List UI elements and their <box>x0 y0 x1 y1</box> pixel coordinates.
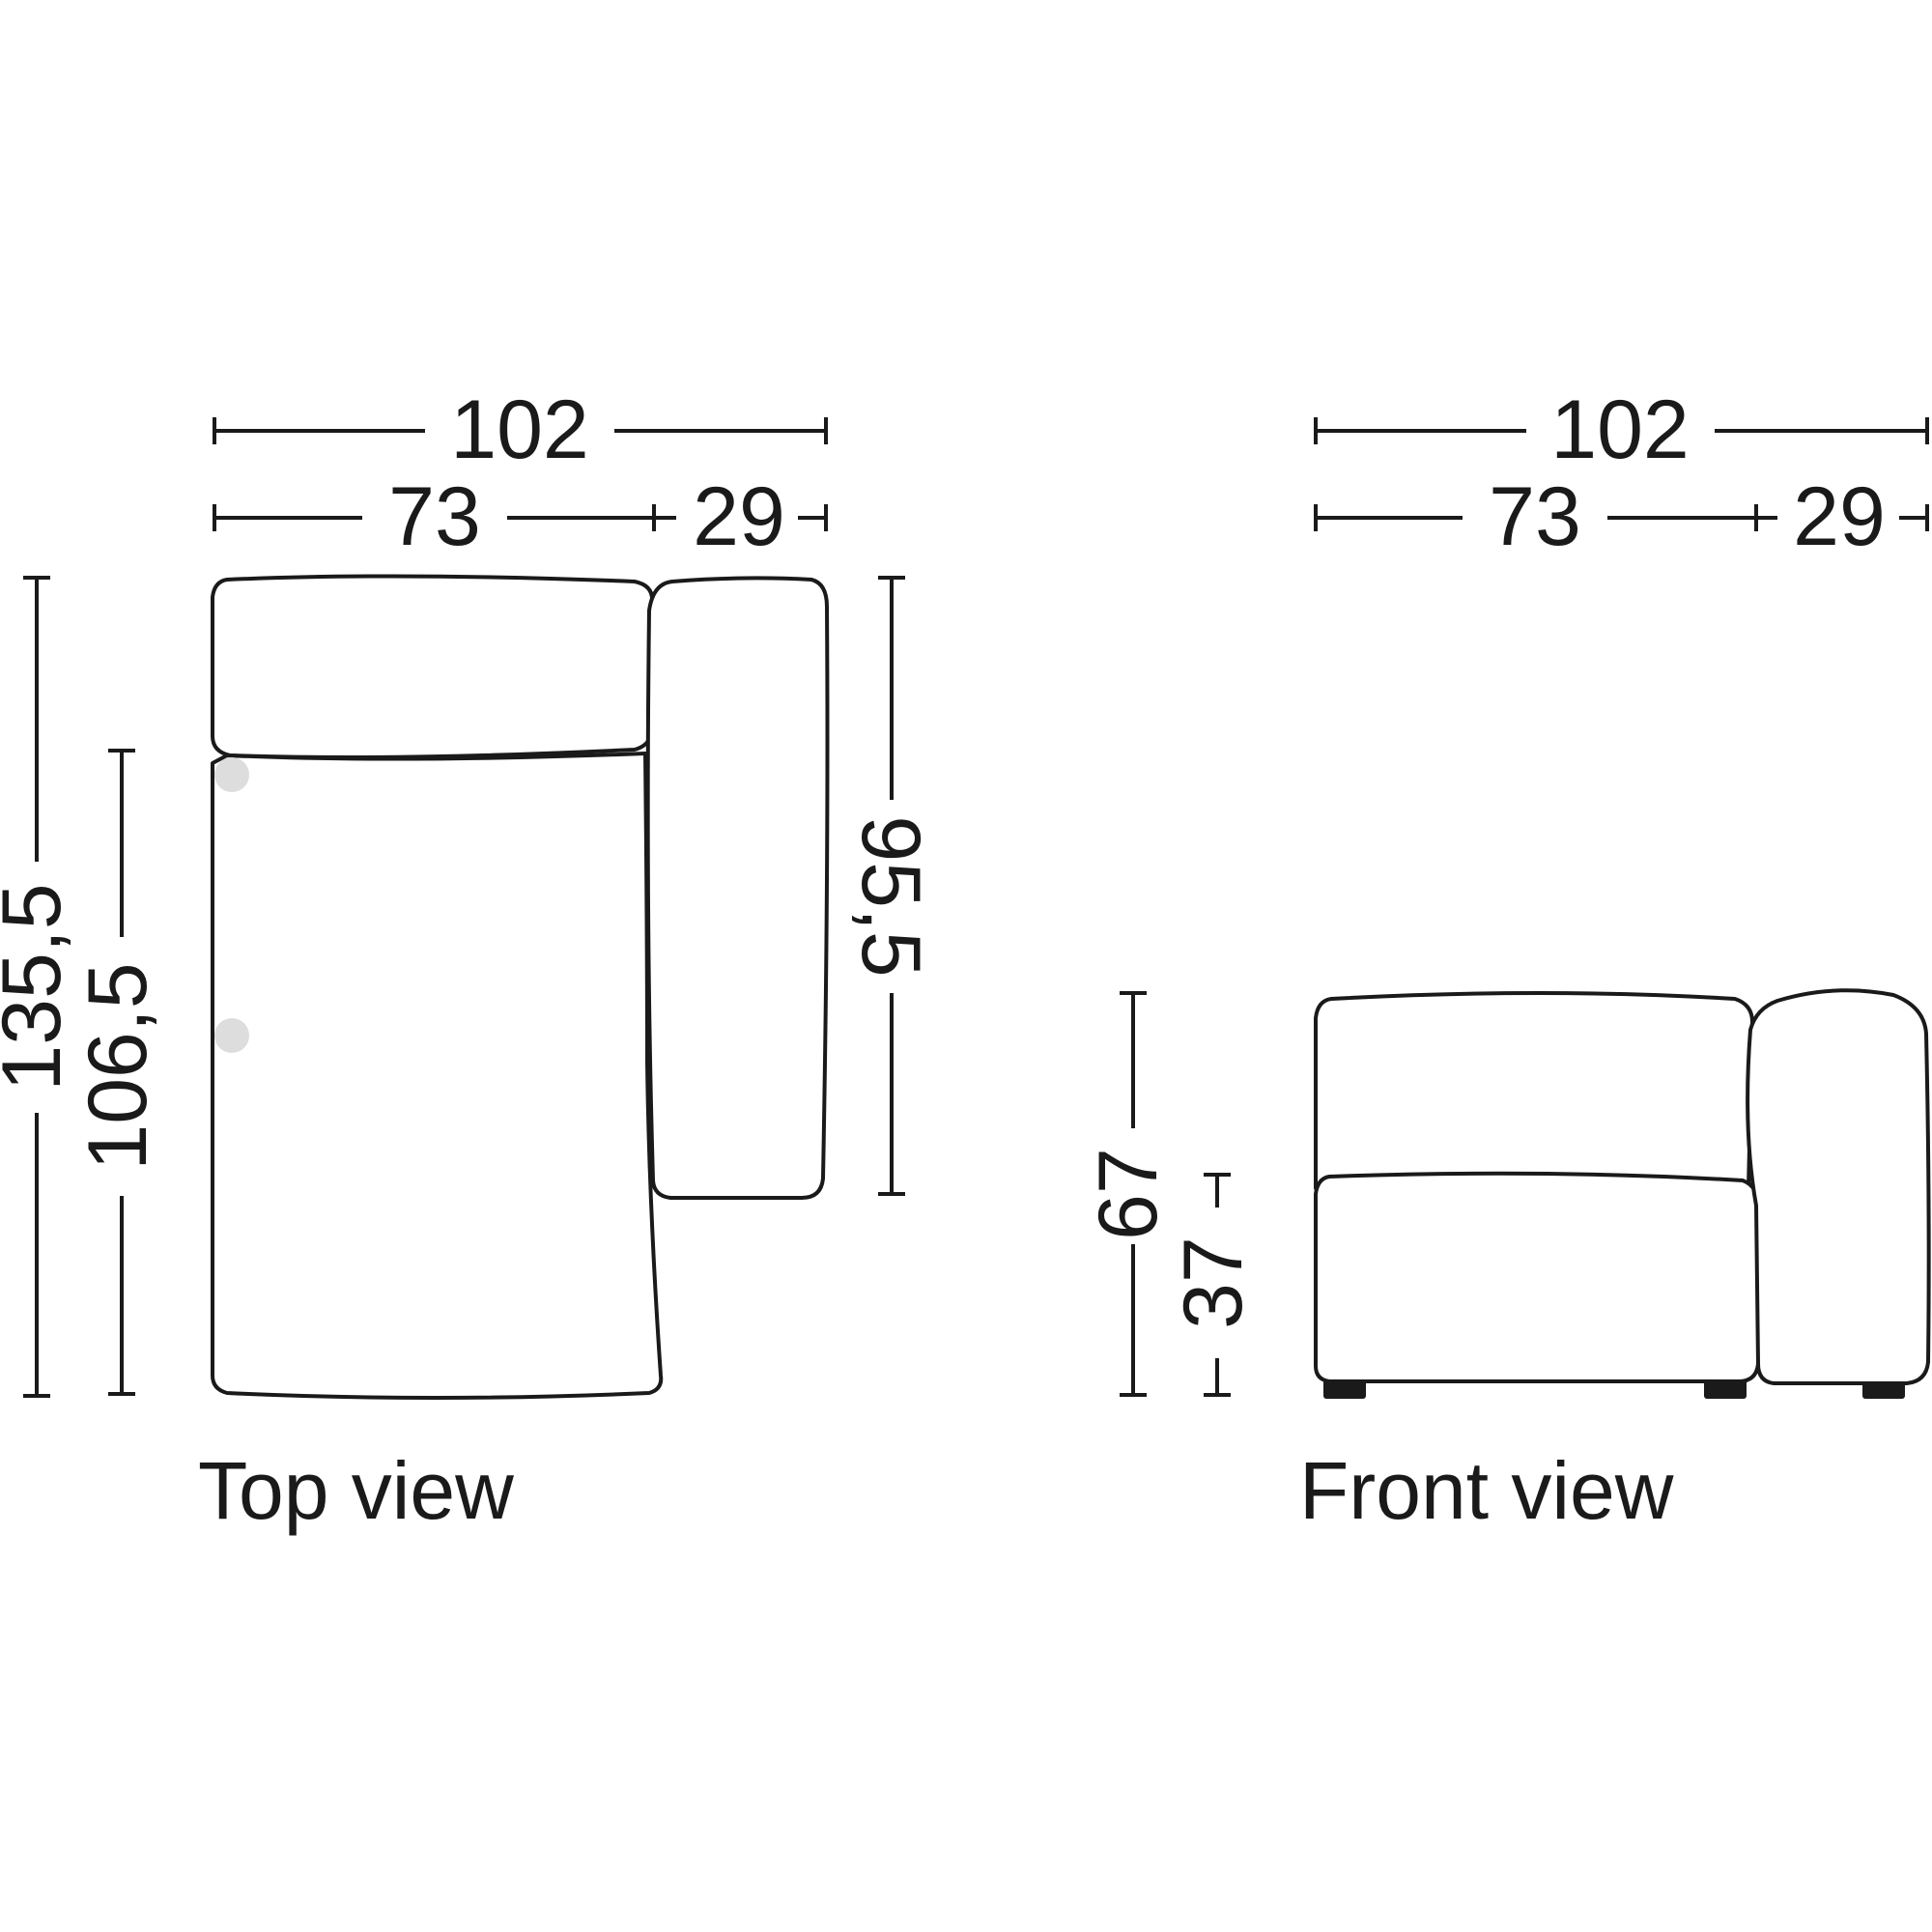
top-seat-cushion-outline <box>211 752 664 1400</box>
front-arm-outline <box>1746 988 1931 1385</box>
top-seat-depth-dimension: 106,5 <box>71 749 164 1396</box>
top-total-depth-dimension: 135,5 <box>0 576 78 1398</box>
front-view-caption: Front view <box>1299 1445 1674 1536</box>
front-seat-width-label: 73 <box>1489 470 1581 563</box>
top-marker-upper <box>214 757 249 792</box>
front-view: 102 73 29 67 37 <box>1082 384 1931 1536</box>
top-arm-length-label: 95,5 <box>844 815 937 977</box>
top-seat-depth-label: 106,5 <box>71 962 164 1170</box>
top-view: 102 73 29 135,5 106,5 <box>0 384 937 1536</box>
front-foot-left <box>1323 1379 1366 1399</box>
front-seat-height-label: 37 <box>1167 1236 1260 1329</box>
front-overall-width-dimension: 102 <box>1314 384 1929 476</box>
top-overall-width-dimension: 102 <box>213 384 828 476</box>
front-seat-cushion-outline <box>1314 1171 1760 1383</box>
front-foot-middle <box>1704 1379 1747 1399</box>
front-backrest-outline <box>1314 991 1754 1190</box>
top-overall-width-label: 102 <box>450 384 589 476</box>
front-total-height-dimension: 67 <box>1082 991 1175 1397</box>
top-marker-lower <box>214 1018 249 1053</box>
top-arm-length-dimension: 95,5 <box>844 576 937 1196</box>
front-seat-height-dimension: 37 <box>1167 1173 1260 1397</box>
front-total-height-label: 67 <box>1082 1148 1175 1240</box>
top-arm-width-label: 29 <box>693 470 785 563</box>
front-split-width-dimension: 73 29 <box>1314 470 1929 563</box>
top-split-width-dimension: 73 29 <box>213 470 828 563</box>
top-seat-width-label: 73 <box>388 470 481 563</box>
top-view-caption: Top view <box>198 1445 514 1536</box>
top-total-depth-label: 135,5 <box>0 883 78 1091</box>
front-arm-width-label: 29 <box>1793 470 1886 563</box>
top-arm-outline <box>645 576 830 1200</box>
front-overall-width-label: 102 <box>1550 384 1690 476</box>
top-seat-outline <box>211 574 655 759</box>
